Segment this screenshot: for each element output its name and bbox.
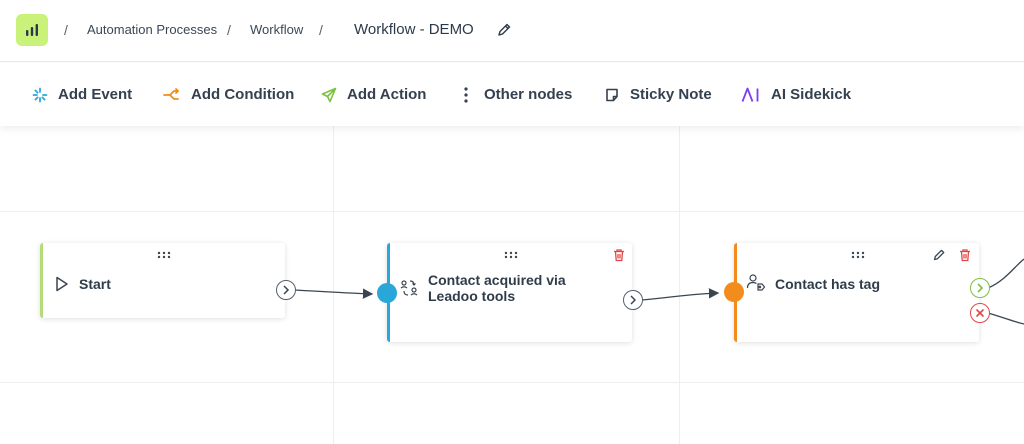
output-port[interactable] (276, 280, 296, 300)
ai-sidekick-button[interactable]: AI Sidekick (741, 63, 851, 126)
add-action-button[interactable]: Add Action (321, 63, 426, 126)
condition-node[interactable]: Contact has tag (724, 243, 990, 342)
bar-chart-icon (26, 24, 38, 36)
breadcrumb-separator: / (319, 22, 323, 38)
event-node[interactable]: Contact acquired via Leadoo tools (377, 243, 643, 342)
chevron-right-icon (283, 285, 290, 295)
branch-icon (163, 87, 179, 100)
ai-icon (741, 87, 759, 102)
close-icon (976, 309, 984, 317)
swap-icon (400, 280, 418, 296)
user-tag-icon (746, 274, 766, 291)
breadcrumb-automation-processes[interactable]: Automation Processes (87, 22, 218, 37)
input-port[interactable] (377, 283, 397, 303)
workflow-canvas[interactable]: Start Contact acquired via Leadoo tools (0, 126, 1024, 444)
node-title: Start (79, 276, 111, 292)
breadcrumb-separator: / (64, 22, 68, 38)
dots-vertical-icon (464, 86, 468, 103)
add-condition-button[interactable]: Add Condition (163, 63, 294, 126)
sticky-note-label: Sticky Note (630, 86, 712, 103)
chevron-right-icon (630, 295, 637, 305)
node-title: Contact has tag (775, 276, 881, 292)
add-event-button[interactable]: Add Event (32, 63, 132, 126)
connector-start-to-event (294, 288, 374, 299)
sticky-note-button[interactable]: Sticky Note (604, 63, 712, 126)
no-output-port[interactable] (970, 303, 990, 323)
drag-handle-icon[interactable] (850, 251, 866, 259)
check-icon (977, 283, 984, 293)
pencil-icon[interactable] (932, 248, 946, 262)
app-logo[interactable] (16, 14, 48, 46)
add-event-label: Add Event (58, 86, 133, 103)
top-header: / Automation Processes / Workflow / Work… (0, 0, 1024, 62)
connector-event-to-condition (641, 288, 720, 301)
trash-icon[interactable] (958, 248, 972, 262)
add-condition-label: Add Condition (191, 86, 295, 103)
connector-no-branch (987, 312, 1024, 325)
breadcrumb-workflow[interactable]: Workflow (250, 22, 304, 37)
sparkle-icon (32, 87, 48, 102)
page-title: Workflow - DEMO (354, 21, 474, 38)
drag-handle-icon[interactable] (156, 251, 172, 259)
trash-icon[interactable] (612, 248, 626, 262)
grid-line (0, 382, 1024, 383)
connection-lines (294, 258, 1024, 325)
output-port[interactable] (623, 290, 643, 310)
node-toolbar: Add Event Add Condition Add Action Other… (0, 63, 1024, 126)
node-title: Contact acquired via Leadoo tools (428, 272, 566, 304)
input-port[interactable] (724, 282, 744, 302)
grid-line (0, 211, 1024, 212)
other-nodes-button[interactable]: Other nodes (458, 63, 572, 126)
ai-sidekick-label: AI Sidekick (771, 86, 852, 103)
breadcrumb-separator: / (227, 22, 231, 38)
yes-output-port[interactable] (970, 278, 990, 298)
start-node[interactable]: Start (40, 243, 296, 318)
grid-line (679, 126, 680, 444)
add-action-label: Add Action (347, 86, 427, 103)
other-nodes-label: Other nodes (484, 86, 573, 103)
sticky-note-icon (606, 88, 618, 101)
pencil-icon[interactable] (496, 22, 512, 38)
send-icon (321, 87, 337, 102)
play-icon (56, 276, 68, 292)
drag-handle-icon[interactable] (503, 251, 519, 259)
grid-line (333, 126, 334, 444)
connector-yes-branch (987, 258, 1024, 289)
